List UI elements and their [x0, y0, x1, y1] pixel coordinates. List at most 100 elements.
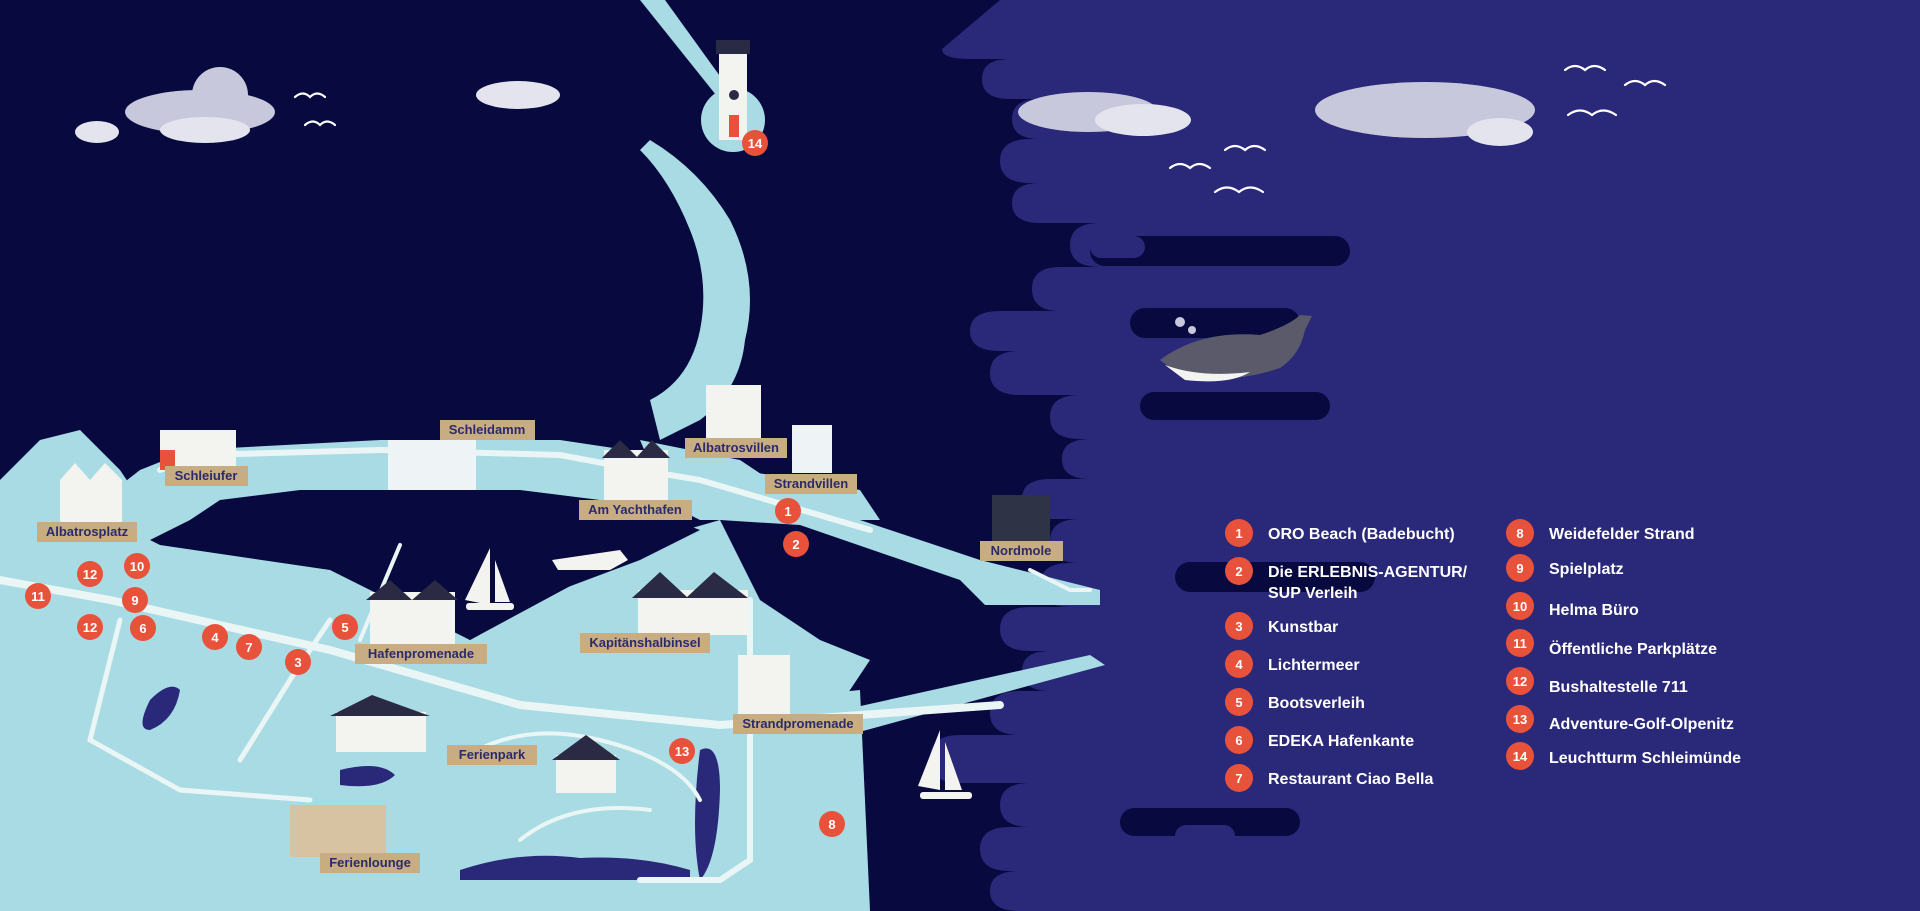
- place-label-kapitaenshalbinsel[interactable]: Kapitänshalbinsel: [580, 633, 710, 653]
- dark-bar: [1130, 308, 1300, 338]
- map-marker-2[interactable]: 2: [783, 531, 809, 557]
- road: [458, 731, 702, 802]
- legend-item-10-dot: [1506, 592, 1534, 620]
- legend-item-8-text: 8: [1516, 526, 1523, 541]
- place-label-ferienpark[interactable]: Ferienpark: [447, 745, 537, 765]
- map-marker-1[interactable]: 1: [775, 498, 801, 524]
- place-label-albatrosvillen[interactable]: Albatrosvillen: [685, 438, 787, 458]
- map-marker-7[interactable]: 7: [236, 634, 262, 660]
- map-marker-9-text: 9: [131, 593, 138, 608]
- legend-item-4-text: 4: [1235, 657, 1243, 672]
- place-label-strandpromenade[interactable]: Strandpromenade: [733, 714, 863, 734]
- map-marker-3[interactable]: 3: [285, 649, 311, 675]
- legend-item-3-text: 3: [1235, 619, 1242, 634]
- legend-item-7-text: Restaurant Ciao Bella: [1268, 771, 1433, 788]
- place-label-albatrosplatz[interactable]: Albatrosplatz: [37, 522, 137, 542]
- map-marker-14-dot: [742, 130, 768, 156]
- whale-belly: [1165, 365, 1250, 382]
- place-label-schleidamm[interactable]: Schleidamm: [440, 420, 535, 440]
- map-marker-10[interactable]: 10: [124, 553, 150, 579]
- legend-item-9-dot: [1506, 554, 1534, 582]
- map-marker-6-text: 6: [139, 621, 146, 636]
- legend-item-4-dot: [1225, 650, 1253, 678]
- map-marker-14-text: 14: [748, 136, 763, 151]
- dark-bar: [1175, 562, 1375, 592]
- bird: [1563, 64, 1607, 72]
- light-bar: [1255, 482, 1315, 506]
- bird: [1223, 144, 1267, 152]
- map-marker-13[interactable]: 13: [669, 738, 695, 764]
- map-marker-3-text: 3: [294, 655, 301, 670]
- legend-item-2-text: Die ERLEBNIS-AGENTUR/: [1268, 564, 1468, 581]
- legend-item-12-dot: [1506, 667, 1534, 695]
- map-marker-11[interactable]: 11: [25, 583, 51, 609]
- legend-item-13-dot: [1506, 705, 1534, 733]
- place-label-am-yachthafen-bg: [579, 500, 692, 520]
- lake: [142, 686, 180, 730]
- whale-body: [1160, 315, 1312, 379]
- map-marker-12-dot: [77, 561, 103, 587]
- north-mole: [640, 440, 1100, 605]
- map-marker-9-dot: [122, 587, 148, 613]
- place-label-nordmole[interactable]: Nordmole: [980, 541, 1063, 561]
- legend-item-9[interactable]: 9 Spielplatz: [1506, 554, 1624, 582]
- spit: [640, 140, 750, 440]
- motor-yacht: [552, 550, 628, 570]
- legend-item-10-text: 10: [1513, 599, 1527, 614]
- map-marker-5[interactable]: 5: [332, 614, 358, 640]
- place-label-ferienpark-bg: [447, 745, 537, 765]
- place-label-schleiufer[interactable]: Schleiufer: [165, 466, 248, 486]
- place-label-am-yachthafen-text: Am Yachthafen: [588, 502, 682, 517]
- map-marker-6[interactable]: 6: [130, 615, 156, 641]
- place-label-am-yachthafen[interactable]: Am Yachthafen: [579, 500, 692, 520]
- place-label-strandvillen[interactable]: Strandvillen: [765, 474, 857, 494]
- place-label-ferienlounge[interactable]: Ferienlounge: [320, 853, 420, 873]
- map-marker-12[interactable]: 12: [77, 614, 103, 640]
- map-marker-10-text: 10: [130, 559, 144, 574]
- building: [290, 805, 386, 857]
- clouds: [75, 67, 1535, 146]
- map-marker-14[interactable]: 14: [742, 130, 768, 156]
- legend-item-5-text: Bootsverleih: [1268, 695, 1365, 712]
- road: [518, 806, 652, 842]
- legend-item-13-text: 13: [1513, 712, 1527, 727]
- map-marker-8-dot: [819, 811, 845, 837]
- cloud: [1467, 118, 1533, 146]
- east-jetty: [820, 655, 1105, 740]
- map-marker-8[interactable]: 8: [819, 811, 845, 837]
- place-label-hafenpromenade[interactable]: Hafenpromenade: [355, 644, 487, 664]
- place-label-schleidamm-text: Schleidamm: [449, 422, 526, 437]
- bird: [1213, 186, 1265, 194]
- birds: [293, 64, 1667, 194]
- map-marker-9[interactable]: 9: [122, 587, 148, 613]
- map-marker-12[interactable]: 12: [77, 561, 103, 587]
- legend-item-9-text: Spielplatz: [1549, 561, 1624, 578]
- legend-item-9-text: 9: [1516, 561, 1523, 576]
- map-marker-12-dot: [77, 614, 103, 640]
- map-marker-4[interactable]: 4: [202, 624, 228, 650]
- lighthouse-window: [729, 90, 739, 100]
- place-label-strandvillen-text: Strandvillen: [774, 476, 848, 491]
- building: [992, 495, 1050, 545]
- place-label-ferienpark-text: Ferienpark: [459, 747, 526, 762]
- building: [738, 655, 790, 715]
- lighthouse-door: [729, 115, 739, 137]
- lake: [695, 748, 720, 880]
- legend-item-11-text: 11: [1513, 636, 1527, 651]
- whale: [1160, 315, 1312, 382]
- road: [87, 617, 313, 803]
